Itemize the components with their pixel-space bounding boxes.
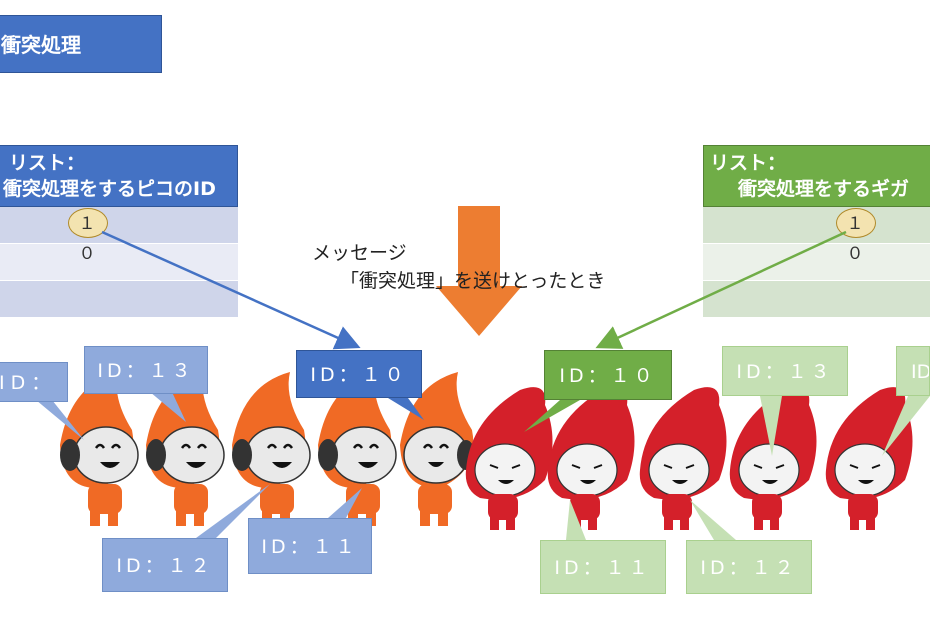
- giga-character-partial: [825, 387, 913, 530]
- callout-pico-id13: ID：１３: [84, 346, 208, 394]
- message-line2: 「衝突処理」を送けとったとき: [340, 270, 606, 292]
- section-title: 衝突処理: [0, 15, 162, 73]
- callout-tail-giga-11: [566, 500, 586, 540]
- callout-tail-pico-10: [388, 398, 424, 420]
- callout-giga-id13: ID：１３: [722, 346, 848, 396]
- callout-pico-id12: ID：１２: [102, 538, 228, 592]
- callout-tail-giga-partial: [882, 396, 930, 456]
- right-list-header: リスト： 衝突処理をするギガ: [703, 145, 930, 207]
- left-list-value-coin: １０: [68, 208, 108, 264]
- callout-tail-pico-11: [328, 488, 362, 518]
- callout-tail-pico-12: [196, 484, 270, 538]
- callout-tail-giga-10: [524, 400, 580, 432]
- right-connector-arrow: [595, 230, 847, 349]
- right-list-row: [703, 281, 930, 318]
- callout-pico-id14: ID：１４: [0, 362, 68, 402]
- callout-pico-id10: ID：１０: [296, 350, 422, 398]
- left-list-header: リスト： 衝突処理をするピコのID: [0, 145, 238, 207]
- callout-tail-giga-13: [760, 396, 782, 456]
- message-down-arrow: [436, 206, 522, 336]
- callout-tail-pico-13: [150, 392, 186, 422]
- giga-character-10: [465, 387, 553, 530]
- callout-pico-id11: ID：１１: [248, 518, 372, 574]
- left-list-header-line1: リスト：: [9, 152, 86, 174]
- left-list-row: [0, 281, 238, 318]
- callout-tail-giga-12: [690, 500, 736, 540]
- left-list-header-line2: 衝突処理をするピコのID: [3, 178, 216, 200]
- pico-character-10: [400, 372, 475, 526]
- right-list-row: [703, 244, 930, 281]
- right-list-value-coin: １０: [836, 208, 876, 264]
- message-line1: メッセージ: [312, 242, 407, 264]
- left-connector-arrow: [101, 230, 361, 350]
- callout-tail-pico-14: [36, 400, 84, 440]
- callout-giga-id11: ID：１１: [540, 540, 666, 594]
- giga-character-12: [639, 387, 727, 530]
- pico-character-11: [318, 372, 397, 526]
- left-list-row: [0, 207, 238, 244]
- callout-giga-id10: ID：１０: [544, 350, 672, 400]
- callout-giga-id12: ID：１２: [686, 540, 812, 594]
- right-list-header-line1: リスト：: [710, 152, 787, 174]
- right-list-row: [703, 207, 930, 244]
- pico-character-14: [60, 372, 139, 526]
- right-list-table: リスト： 衝突処理をするギガ: [703, 145, 930, 318]
- callout-giga-id-partial: ID: [896, 346, 930, 396]
- right-list-header-line2: 衝突処理をするギガ: [738, 178, 910, 200]
- giga-character-11: [547, 387, 635, 530]
- left-list-table: リスト： 衝突処理をするピコのID: [0, 145, 238, 318]
